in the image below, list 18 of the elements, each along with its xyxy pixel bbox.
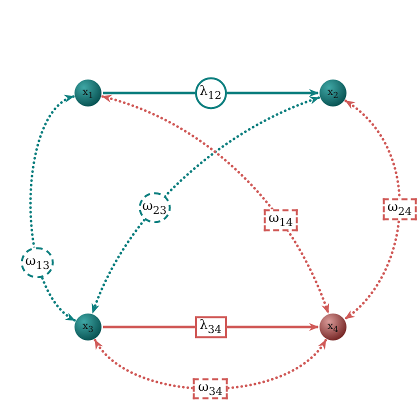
edge-label: ω$_{34}$ <box>193 378 228 400</box>
edge-label: ω$_{13}$ <box>21 246 54 278</box>
sphere-node <box>319 313 347 341</box>
dotted-arrow <box>29 95 76 322</box>
edge-label: ω$_{23}$ <box>138 192 171 224</box>
dotted-arrow <box>94 338 328 390</box>
edge-label: ω$_{24}$ <box>382 198 417 220</box>
edge-label: λ$_{12}$ <box>194 77 226 109</box>
sphere-node <box>74 79 102 107</box>
sphere-node <box>319 79 347 107</box>
edge-label: λ$_{34}$ <box>194 316 227 338</box>
node-label: x$_{4}$ <box>326 320 340 336</box>
node-label: x$_{1}$ <box>82 86 94 102</box>
node-label: x$_{2}$ <box>326 86 340 102</box>
edge-label: ω$_{14}$ <box>264 210 298 232</box>
sphere-node <box>74 313 102 341</box>
node-label: x$_{3}$ <box>82 320 94 336</box>
dotted-arrow <box>344 100 401 320</box>
